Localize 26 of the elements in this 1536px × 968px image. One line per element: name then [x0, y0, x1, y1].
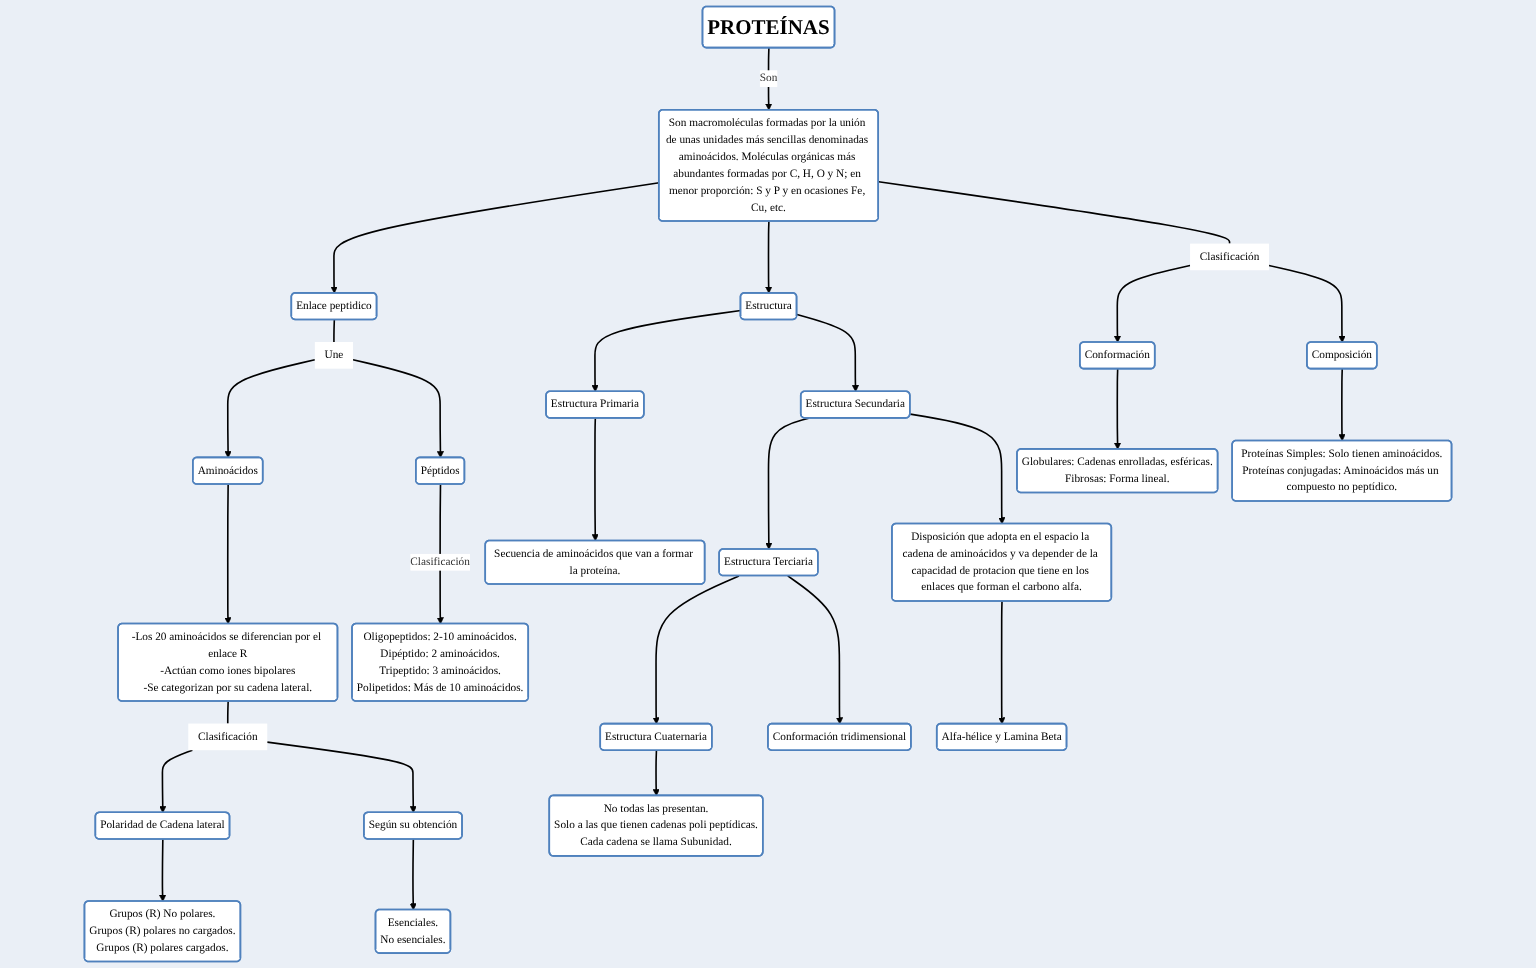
arrow — [909, 413, 1006, 525]
arrow — [159, 749, 194, 814]
arrow — [591, 417, 599, 542]
arrow — [1338, 368, 1346, 442]
arrow — [652, 749, 660, 797]
arrow — [330, 181, 660, 294]
arrow — [266, 741, 417, 814]
arrow — [159, 838, 167, 902]
arrow — [591, 309, 742, 392]
arrow — [1268, 264, 1346, 343]
arrow — [765, 47, 773, 111]
arrow — [765, 417, 810, 550]
arrow — [796, 313, 859, 392]
arrow — [1114, 368, 1122, 450]
arrow — [765, 220, 773, 294]
arrow — [1113, 264, 1191, 343]
arrow — [786, 575, 844, 725]
connector — [877, 180, 1231, 245]
connector — [226, 700, 229, 725]
arrow — [352, 358, 444, 459]
arrow — [224, 483, 232, 625]
connector — [333, 319, 336, 343]
arrow — [409, 838, 417, 911]
arrow — [652, 575, 740, 725]
arrow — [224, 358, 316, 459]
arrow — [998, 600, 1006, 725]
